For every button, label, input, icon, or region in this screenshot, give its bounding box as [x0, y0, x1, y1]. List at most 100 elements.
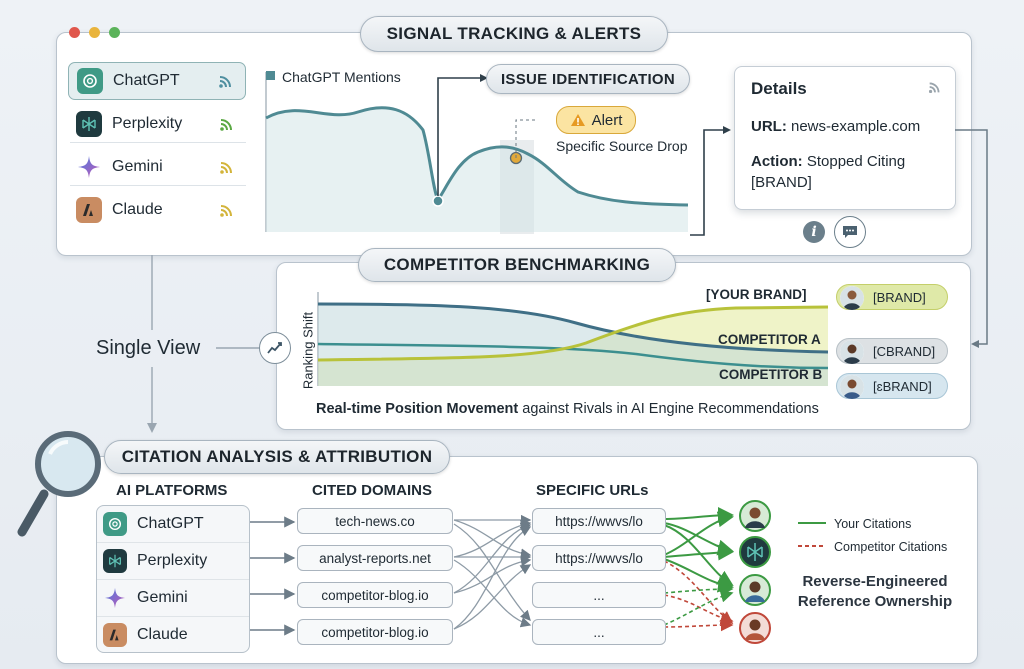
benchmark-chart — [317, 292, 829, 386]
perplexity-icon — [739, 536, 771, 573]
minimize-dot[interactable] — [89, 27, 100, 38]
col-ai-platforms: AI PLATFORMS — [116, 482, 228, 499]
platform-item-gemini[interactable]: Gemini — [70, 149, 246, 186]
mentions-line — [265, 106, 689, 207]
avatar — [739, 574, 771, 611]
info-icon[interactable]: i — [803, 221, 825, 243]
platform-label: Perplexity — [137, 552, 208, 569]
chatgpt-icon — [103, 512, 127, 536]
competitor-caption: Real-time Position Movement against Riva… — [316, 401, 819, 417]
brand-chip-your[interactable]: [BRAND] — [836, 284, 948, 310]
brand-chip-competitor-b[interactable]: [ɛBRAND] — [836, 373, 948, 399]
brand-chip-label: [BRAND] — [873, 289, 926, 305]
legend-comp-line — [798, 545, 826, 547]
caption-bold: Real-time Position Movement — [316, 401, 519, 417]
close-dot[interactable] — [69, 27, 80, 38]
signal-icon — [220, 119, 232, 131]
legend-your-citations: Your Citations — [834, 517, 912, 531]
platform-label: Gemini — [112, 158, 163, 175]
platform-item-chatgpt[interactable]: ChatGPT — [68, 62, 246, 100]
maximize-dot[interactable] — [109, 27, 120, 38]
platform-item-claude[interactable]: Claude — [70, 192, 246, 228]
platform-label: ChatGPT — [113, 72, 180, 89]
claude-icon — [103, 623, 127, 647]
details-action-key: Action: — [751, 153, 803, 170]
details-card: Details URL: news-example.com Action: St… — [734, 66, 956, 210]
citation-platform-chatgpt[interactable]: ChatGPT — [97, 506, 249, 543]
details-url-key: URL: — [751, 118, 787, 135]
details-title: Details — [751, 79, 807, 98]
citation-platform-claude[interactable]: Claude — [97, 617, 249, 653]
avatar — [739, 612, 771, 649]
avatar — [840, 286, 864, 310]
legend-your-line — [798, 522, 826, 524]
signal-tracking-title: SIGNAL TRACKING & ALERTS — [360, 16, 668, 52]
issue-arrowhead — [480, 74, 488, 82]
citation-flow — [250, 507, 734, 636]
summary-text: Reverse-Engineered Reference Ownership — [790, 572, 960, 612]
right-connector — [955, 129, 988, 348]
details-connector — [690, 126, 731, 236]
caption-rest: against Rivals in AI Engine Recommendati… — [518, 401, 819, 417]
platform-label: Claude — [137, 626, 188, 643]
single-view-label: Single View — [96, 337, 201, 359]
chart-legend-label: ChatGPT Mentions — [282, 69, 401, 85]
series-label-competitor-a: COMPETITOR A — [718, 332, 821, 347]
magnifier-icon — [14, 428, 110, 545]
brand-chip-label: [ɛBRAND] — [873, 378, 932, 394]
citation-platform-gemini[interactable]: Gemini — [97, 580, 249, 617]
platform-label: ChatGPT — [137, 515, 204, 532]
avatar — [739, 500, 771, 537]
mentions-chart — [265, 71, 689, 234]
signal-icon — [220, 205, 232, 217]
summary-line-2: Reference Ownership — [797, 593, 953, 610]
alert-subtitle: Specific Source Drop — [556, 138, 688, 154]
drop-point — [432, 195, 444, 207]
claude-icon — [76, 197, 102, 223]
signal-icon — [219, 76, 231, 88]
platform-item-perplexity[interactable]: Perplexity — [70, 106, 246, 143]
col-cited-domains: CITED DOMAINS — [312, 482, 432, 499]
issue-identification-label: ISSUE IDENTIFICATION — [486, 64, 690, 94]
legend-swatch — [266, 71, 275, 80]
url-box[interactable]: https://wwvs/lo — [532, 508, 666, 534]
col-specific-urls: SPECIFIC URLs — [536, 482, 649, 499]
warning-icon — [570, 114, 585, 126]
details-url-row: URL: news-example.com — [751, 118, 920, 135]
domain-box[interactable]: competitor-blog.io — [297, 582, 453, 608]
signal-icon — [928, 82, 940, 94]
competitor-title: COMPETITOR BENCHMARKING — [358, 248, 676, 282]
gemini-icon — [76, 154, 102, 180]
competitor-a-line — [317, 302, 829, 354]
platform-label: Gemini — [137, 589, 188, 606]
details-url-value[interactable]: news-example.com — [791, 118, 921, 135]
url-box[interactable]: https://wwvs/lo — [532, 545, 666, 571]
alert-badge[interactable]: Alert — [556, 106, 636, 134]
mentions-area — [266, 107, 688, 232]
gemini-icon — [103, 586, 127, 610]
competitor-b-line — [317, 342, 829, 370]
brand-chip-competitor-a[interactable]: [CBRAND] — [836, 338, 948, 364]
domain-box[interactable]: analyst-reports.net — [297, 545, 453, 571]
domain-box[interactable]: tech-news.co — [297, 508, 453, 534]
citation-platform-list: ChatGPT Perplexity Gemini Claude — [96, 505, 250, 653]
citation-platform-perplexity[interactable]: Perplexity — [97, 543, 249, 580]
brand-chip-label: [CBRAND] — [873, 343, 936, 359]
series-label-your-brand: [YOUR BRAND] — [706, 287, 807, 302]
single-view-connector — [147, 255, 262, 433]
competitor-a-area — [318, 304, 828, 386]
series-label-competitor-b: COMPETITOR B — [719, 367, 823, 382]
summary-line-1: Reverse-Engineered — [802, 573, 948, 590]
comment-icon[interactable] — [834, 216, 866, 248]
signal-icon — [220, 162, 232, 174]
issue-arrow — [437, 77, 483, 196]
perplexity-icon — [76, 111, 102, 137]
chatgpt-icon — [77, 68, 103, 94]
avatar — [840, 375, 864, 399]
ranking-shift-label: Ranking Shift — [300, 311, 316, 390]
domain-box[interactable]: competitor-blog.io — [297, 619, 453, 645]
trend-icon[interactable] — [259, 332, 291, 364]
url-box[interactable]: ... — [532, 582, 666, 608]
url-box[interactable]: ... — [532, 619, 666, 645]
avatar — [840, 340, 864, 364]
